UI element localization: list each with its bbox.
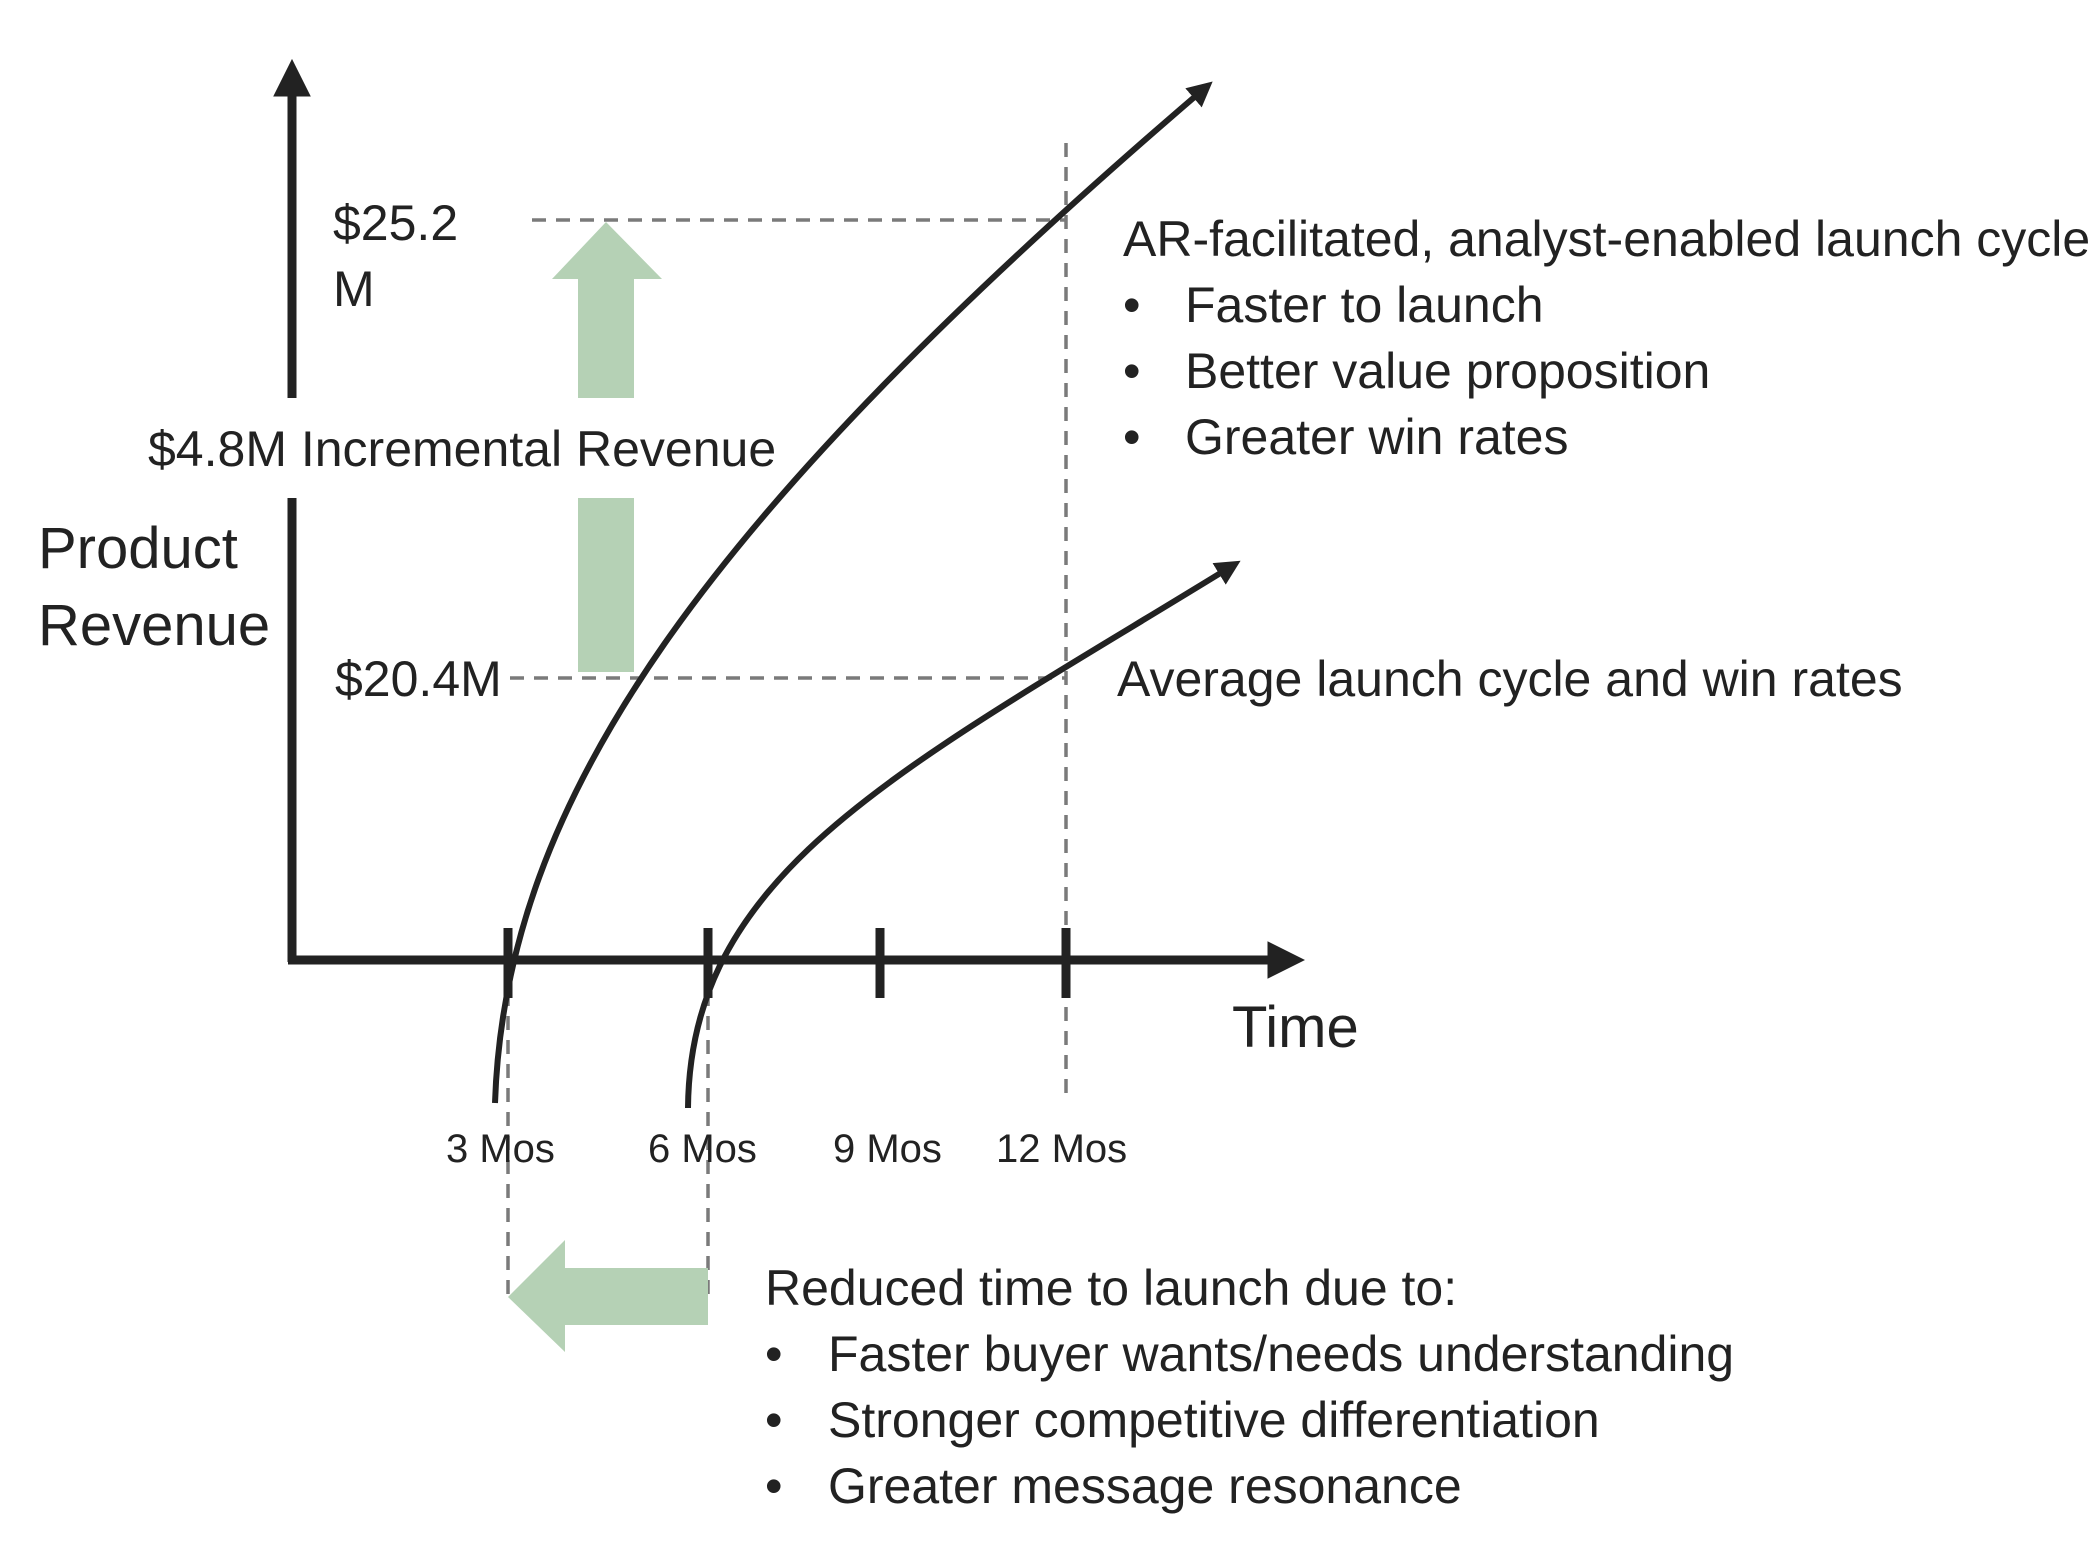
- high-revenue-label-line1: $25.2: [333, 195, 458, 251]
- up-arrow-head: [552, 222, 662, 279]
- up-arrow-shaft-top: [578, 278, 634, 398]
- bullet-icon: •: [765, 1458, 783, 1514]
- curve-average-launch: [685, 560, 1241, 1109]
- time-reduction-bullet-2: Stronger competitive differentiation: [828, 1392, 1600, 1448]
- ar-cycle-title: AR-facilitated, analyst-enabled launch c…: [1123, 211, 2090, 267]
- time-reduction-title: Reduced time to launch due to:: [765, 1260, 1457, 1316]
- y-axis-title-line1: Product: [38, 516, 238, 581]
- time-reduction-bullet-3: Greater message resonance: [828, 1458, 1462, 1514]
- ar-bullet-1: Faster to launch: [1185, 277, 1544, 333]
- bullet-icon: •: [1123, 343, 1141, 399]
- bullet-icon: •: [1123, 277, 1141, 333]
- up-arrow-shaft-bottom: [578, 498, 634, 672]
- up-arrow-icon: [552, 222, 662, 672]
- tick-label-9-mos: 9 Mos: [833, 1127, 942, 1171]
- tick-label-3-mos: 3 Mos: [446, 1127, 555, 1171]
- bullet-icon: •: [765, 1392, 783, 1448]
- y-axis-title-line2: Revenue: [38, 593, 270, 658]
- x-axis-title: Time: [1232, 995, 1359, 1060]
- incremental-revenue-label: $4.8M Incremental Revenue: [148, 421, 776, 477]
- ar-bullet-3: Greater win rates: [1185, 409, 1568, 465]
- high-revenue-label-line2: M: [333, 261, 375, 317]
- average-cycle-title: Average launch cycle and win rates: [1117, 651, 1903, 707]
- ar-bullet-2: Better value proposition: [1185, 343, 1710, 399]
- tick-label-12-mos: 12 Mos: [996, 1127, 1127, 1171]
- curve-ar-facilitated: [492, 81, 1213, 1104]
- low-revenue-label: $20.4M: [335, 651, 502, 707]
- time-reduction-bullet-1: Faster buyer wants/needs understanding: [828, 1326, 1734, 1382]
- tick-label-6-mos: 6 Mos: [648, 1127, 757, 1171]
- bullet-icon: •: [765, 1326, 783, 1382]
- left-arrow-icon: [508, 1240, 708, 1352]
- bullet-icon: •: [1123, 409, 1141, 465]
